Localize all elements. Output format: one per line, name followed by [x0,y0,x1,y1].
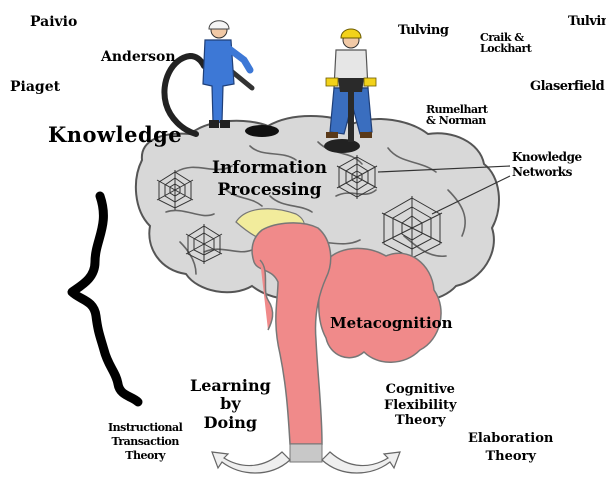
info-line-2: Processing [212,179,327,201]
stem-base [290,444,322,462]
worker-with-jackhammer [326,29,376,142]
jackhammer-hole [324,139,360,153]
elaboration-line-1: Elaboration [468,430,553,448]
label-metacognition: Metacognition [330,316,453,331]
instructional-line-2: Transaction [108,435,182,449]
label-knowledge-networks: Knowledge Networks [512,150,582,180]
elaboration-line-2: Theory [468,448,553,466]
author-glaserfield: Glaserfield [530,80,604,93]
worker1-hardhat [209,21,229,29]
drill-hole [245,125,279,137]
author-rumelhart-norman: Rumelhart & Norman [426,104,487,126]
instructional-line-1: Instructional [108,421,182,435]
label-learning-by-doing: Learning by Doing [190,377,271,432]
info-line-1: Information [212,157,327,179]
cognitive-line-1: Cognitive [384,382,457,398]
networks-line-2: Networks [512,165,582,180]
cognitive-line-2: Flexibility [384,398,457,414]
learning-line-1: Learning [190,377,271,395]
label-knowledge: Knowledge [48,124,182,145]
arrow-left [212,452,290,473]
craik-line-2: Lockhart [480,43,531,54]
worker-with-drill [164,21,252,134]
label-elaboration-theory: Elaboration Theory [468,430,553,465]
learning-line-2: by [190,395,271,413]
author-craik-lockhart: Craik & Lockhart [480,32,531,54]
label-cognitive-flexibility: Cognitive Flexibility Theory [384,382,457,429]
author-tulving-right: Tulving [568,15,606,28]
learning-line-3: Doing [190,414,271,432]
cerebellum-metacognition [319,248,441,362]
arrow-right [322,452,400,473]
worker2-hardhat [341,29,361,38]
instructional-line-3: Theory [108,449,182,463]
author-tulving-left: Tulving [398,24,448,37]
author-piaget: Piaget [10,80,60,94]
networks-line-1: Knowledge [512,150,582,165]
label-instructional-transaction: Instructional Transaction Theory [108,421,182,462]
author-paivio: Paivio [30,15,77,29]
author-anderson: Anderson [101,50,176,64]
label-information-processing: Information Processing [212,157,327,201]
face-profile [72,196,138,402]
rumelhart-line-2: & Norman [426,115,487,126]
cognitive-line-3: Theory [384,413,457,429]
